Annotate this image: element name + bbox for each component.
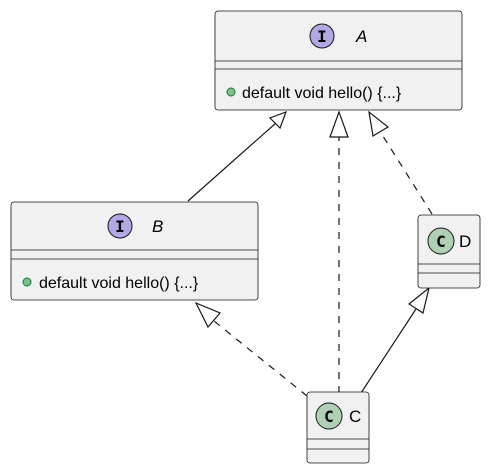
- edge-b-extends-a: [187, 122, 277, 202]
- edge-b-a-arrowhead: [268, 110, 288, 130]
- class-c-name: C: [349, 407, 361, 426]
- edge-c-b-arrowhead: [194, 301, 221, 329]
- edge-d-implements-a: [380, 132, 433, 215]
- edge-c-a-arrowhead: [329, 110, 349, 138]
- edge-d-a-arrowhead: [368, 110, 390, 137]
- class-c-badge: [315, 402, 343, 430]
- interface-b-badge: [107, 213, 133, 239]
- interface-b-box: [10, 201, 259, 301]
- public-method-icon: [22, 277, 32, 287]
- public-method-icon: [226, 87, 236, 97]
- interface-a-badge: [309, 23, 335, 49]
- edge-c-implements-b: [213, 320, 308, 397]
- class-c-box: [306, 391, 370, 464]
- class-d[interactable]: C D: [417, 214, 481, 289]
- interface-b-badge-letter: I: [115, 217, 125, 236]
- interface-a-name: A: [355, 27, 367, 46]
- class-d-badge-letter: C: [436, 232, 446, 251]
- class-c[interactable]: C C: [306, 391, 370, 464]
- interface-b-member: default void hello() {...}: [39, 275, 199, 292]
- class-c-badge-letter: C: [324, 407, 334, 426]
- class-d-name: D: [459, 232, 471, 251]
- edges: [187, 110, 433, 397]
- edge-c-extends-d: [360, 308, 417, 394]
- class-d-badge: [427, 227, 455, 255]
- interface-a-badge-letter: I: [317, 27, 327, 46]
- interface-a-member: default void hello() {...}: [242, 85, 402, 102]
- interface-b-name: B: [152, 217, 163, 236]
- interface-a-box: [214, 10, 463, 111]
- edge-c-d-arrowhead: [407, 286, 430, 314]
- interface-a[interactable]: I A default void hello() {...}: [214, 10, 463, 111]
- interface-b[interactable]: I B default void hello() {...}: [10, 201, 259, 301]
